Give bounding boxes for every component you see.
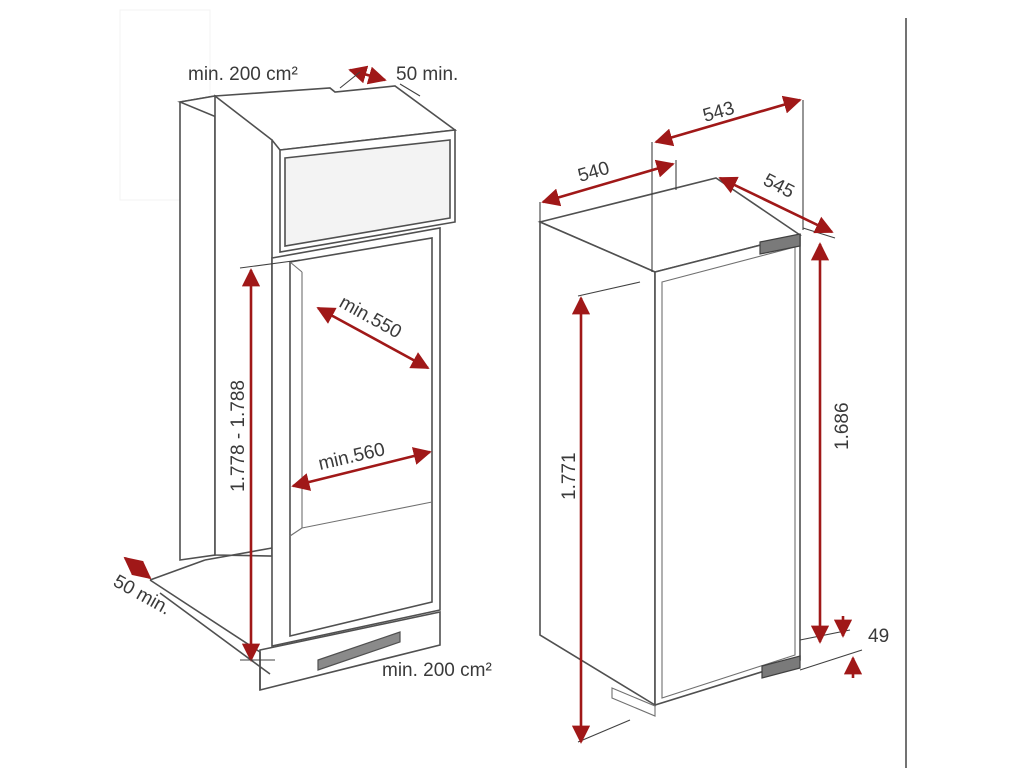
niche-opening <box>289 237 433 638</box>
bottom-hinge <box>761 655 801 679</box>
appliance-dimensions <box>539 95 863 744</box>
upper-cupboard-face <box>284 139 451 247</box>
bottom-gap-arrow <box>123 556 152 580</box>
niche-depth-arrow <box>316 306 430 370</box>
appliance-height-label: 1.771 <box>559 452 580 500</box>
door-height-label: 1.686 <box>832 402 853 450</box>
niche-dimensions <box>123 65 432 662</box>
hinge-label: 49 <box>868 626 889 647</box>
niche-height-label: 1.778 - 1.788 <box>228 380 249 492</box>
top-hinge <box>759 233 801 255</box>
appliance-door-edge <box>661 246 796 699</box>
appliance-door <box>654 233 801 707</box>
depth-arrow <box>718 176 834 234</box>
niche-drawing <box>149 85 458 692</box>
niche-top <box>177 85 458 151</box>
appliance-side <box>539 220 656 707</box>
niche-side-panel <box>179 95 216 561</box>
top-gap-label: 50 min. <box>396 64 458 85</box>
plinth-vent <box>317 631 401 671</box>
vent-top-label: min. 200 cm² <box>188 64 298 85</box>
niche-width-arrow <box>291 447 432 491</box>
depth-label: 545 <box>760 170 798 203</box>
width-arrow <box>541 159 675 207</box>
bottom-gap-label: 50 min. <box>110 571 175 620</box>
depth-door-label: 543 <box>701 98 737 127</box>
appliance-drawing <box>537 177 802 717</box>
top-gap-arrow <box>348 65 387 85</box>
vent-bottom-label: min. 200 cm² <box>382 660 492 681</box>
depth-door-arrow <box>654 95 802 147</box>
